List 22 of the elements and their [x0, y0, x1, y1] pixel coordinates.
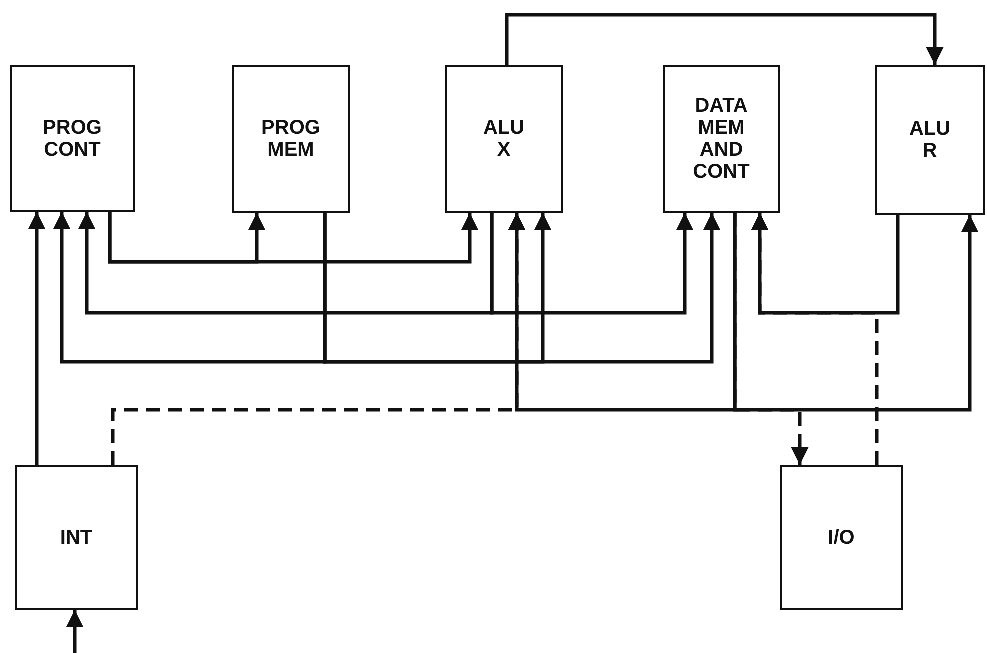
block-label: INT	[60, 526, 93, 548]
block-box	[15, 465, 138, 610]
block-box	[663, 65, 780, 213]
connector-arrow	[751, 213, 900, 315]
connector-arrow	[505, 13, 944, 65]
block-label: I/O	[828, 526, 855, 548]
connector-arrow	[323, 213, 721, 364]
connector-arrow	[733, 213, 979, 412]
block-label: PROG CONT	[43, 116, 102, 160]
connector-arrow	[66, 610, 84, 653]
block-label: ALU R	[909, 118, 951, 162]
block-box	[232, 65, 350, 213]
block-box	[875, 65, 985, 215]
connector-arrow	[28, 212, 46, 465]
connector-arrow	[490, 213, 694, 315]
block-box	[780, 465, 903, 610]
block-label: ALU X	[483, 117, 525, 161]
block-box	[445, 65, 563, 213]
connector-arrow	[108, 212, 479, 264]
block-box	[10, 65, 135, 212]
block-label: DATA MEM AND CONT	[693, 95, 750, 183]
block-label: PROG MEM	[262, 117, 320, 161]
